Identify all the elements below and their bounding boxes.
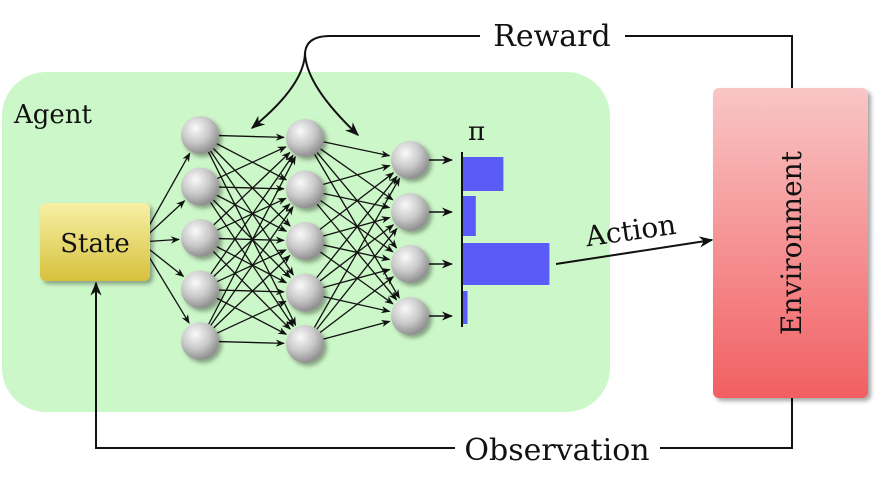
network-edge xyxy=(316,175,398,279)
network-edge xyxy=(216,143,288,181)
network-edge xyxy=(218,236,285,244)
environment-box xyxy=(713,88,868,398)
network-edge xyxy=(216,146,287,180)
network-edge xyxy=(218,288,285,296)
reward-arrow-1 xyxy=(250,51,306,129)
environment-label: Environment xyxy=(775,150,808,335)
policy-symbol: π xyxy=(468,117,485,147)
neuron-node xyxy=(181,116,219,154)
network-edge xyxy=(218,133,285,141)
network-edge xyxy=(323,164,391,185)
network-edge xyxy=(213,151,291,226)
network-edge xyxy=(208,155,296,325)
network-edge xyxy=(216,300,287,334)
action-arrow xyxy=(555,236,714,265)
neuron-node xyxy=(286,325,324,363)
network-edge xyxy=(216,194,288,232)
policy-bar xyxy=(462,196,476,236)
policy-bar xyxy=(462,157,504,191)
network-edge xyxy=(216,246,288,284)
network-edge xyxy=(213,254,291,329)
reward-line-right xyxy=(625,35,793,92)
network-edge xyxy=(319,276,395,334)
neuron-node xyxy=(391,193,429,231)
reward-line-left xyxy=(304,35,480,56)
observation-arrow xyxy=(90,281,455,449)
network-edge xyxy=(313,177,401,328)
network-edge xyxy=(210,206,294,326)
network-edge xyxy=(316,227,398,330)
agent-label: Agent xyxy=(13,100,93,130)
network-edge xyxy=(323,141,391,158)
neuron-node xyxy=(286,273,324,312)
policy-bar xyxy=(462,291,468,324)
network-edge xyxy=(218,339,285,347)
neuron-node xyxy=(181,167,219,206)
network-edge xyxy=(210,154,294,275)
neuron-node xyxy=(286,170,324,209)
neuron-node xyxy=(286,119,324,157)
state-box xyxy=(40,203,150,281)
neuron-node xyxy=(286,222,324,260)
neuron-node xyxy=(181,219,219,257)
state-label: State xyxy=(60,229,130,259)
observation-line-right xyxy=(660,398,793,449)
policy-histogram xyxy=(462,157,550,324)
network-edge xyxy=(216,297,288,335)
neuron-node xyxy=(391,141,429,179)
reward-arrow-2 xyxy=(304,51,360,136)
neuron-node xyxy=(181,270,219,309)
network-edge xyxy=(218,185,285,193)
reward-label: Reward xyxy=(493,19,610,54)
neuron-node xyxy=(391,297,429,335)
neuron-node xyxy=(181,322,219,360)
network-edge xyxy=(323,320,391,340)
network-edge xyxy=(212,148,291,227)
network-connections xyxy=(139,133,454,347)
observation-label: Observation xyxy=(464,433,649,468)
network-nodes xyxy=(181,116,429,363)
network-edge xyxy=(319,172,395,230)
policy-bar xyxy=(462,243,550,285)
neuron-node xyxy=(391,245,429,283)
